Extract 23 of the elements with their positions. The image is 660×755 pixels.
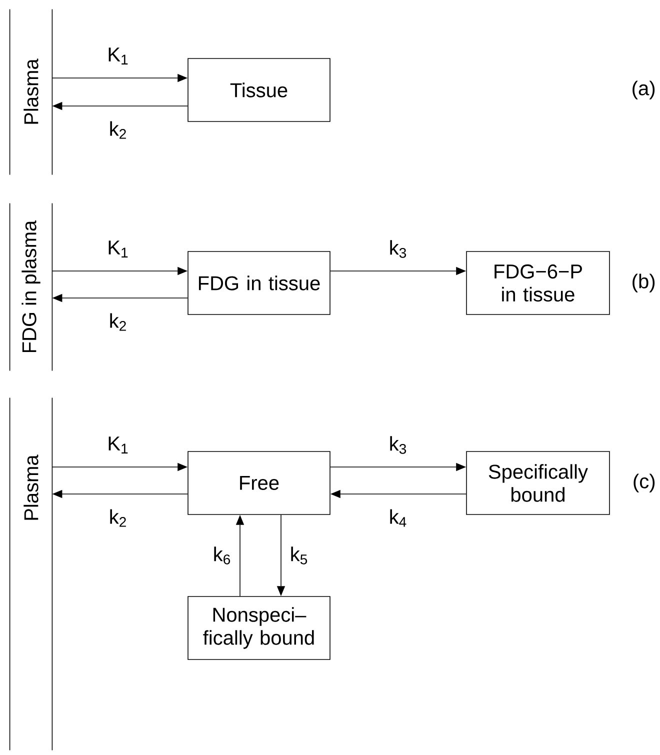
- panel-label: (c): [634, 474, 655, 492]
- edge-label: k$_{3}$: [390, 240, 406, 258]
- edge-label: K$_{1}$: [108, 48, 128, 64]
- compartment-band: Plasma: [9, 397, 53, 751]
- panel-label: (a): [632, 80, 655, 100]
- edge-label: k$_{2}$: [110, 313, 126, 331]
- compartment-box: Specifically bound: [466, 451, 610, 515]
- compartment-box: Nonspeci– fically bound: [188, 596, 330, 660]
- edge-label: k$_{2}$: [110, 121, 126, 139]
- compartment-band: Plasma: [9, 8, 53, 176]
- edge-label: K$_{1}$: [108, 436, 128, 454]
- edge-label: k$_{3}$: [390, 436, 406, 454]
- panel-label: (b): [632, 274, 655, 292]
- compartment-band: FDG in plasma: [9, 202, 53, 372]
- edge-label: k$_{2}$: [110, 509, 126, 527]
- edge-label: k$_{4}$: [390, 509, 406, 527]
- edge-label: K$_{1}$: [108, 240, 128, 258]
- compartment-box: FDG−6−P in tissue: [466, 251, 610, 315]
- edge-label: k$_{5}$: [291, 546, 308, 564]
- compartment-box: Tissue: [188, 58, 330, 122]
- compartment-box: FDG in tissue: [188, 251, 330, 315]
- edge-label: k$_{6}$: [214, 546, 230, 564]
- compartment-box: Free: [188, 451, 330, 515]
